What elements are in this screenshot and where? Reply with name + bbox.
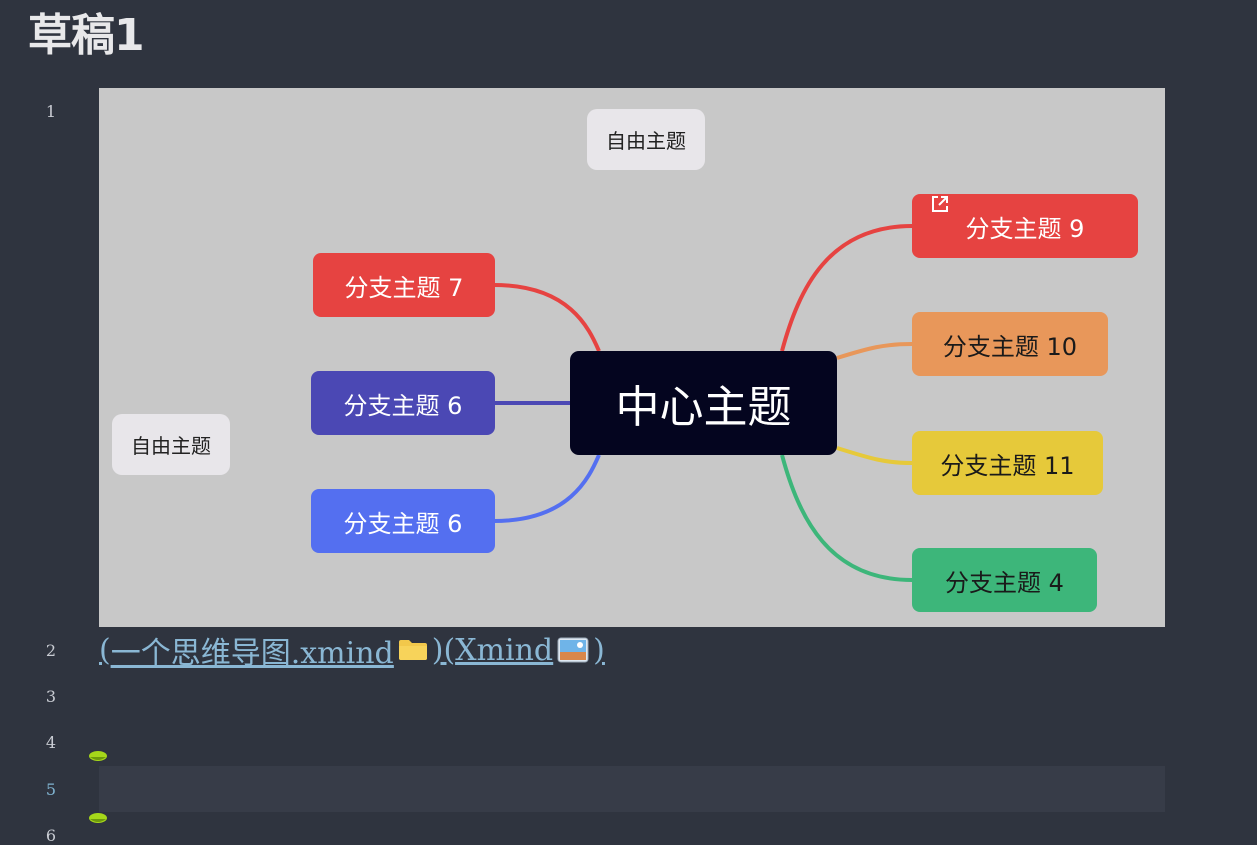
- mindmap-image[interactable]: 自由主题 自由主题 中心主题 分支主题 7 分支主题 6 分支主题 6 分支主题…: [99, 88, 1165, 627]
- center-topic[interactable]: 中心主题: [570, 351, 837, 455]
- link-paren: (: [443, 632, 456, 668]
- connector-branch-9: [780, 224, 913, 352]
- line-number: 6: [45, 826, 57, 845]
- link-paren: ): [431, 632, 444, 668]
- file-link[interactable]: 一个思维导图.xmind: [110, 636, 394, 671]
- connector-branch-10: [836, 342, 913, 360]
- branch-topic-4[interactable]: 分支主题 4: [912, 548, 1097, 612]
- link-paren: (: [99, 632, 111, 668]
- branch-topic-6[interactable]: 分支主题 6: [311, 489, 495, 553]
- folder-icon: [398, 640, 427, 660]
- connector-branch-4: [780, 454, 913, 582]
- connector-branch-7: [493, 283, 601, 352]
- attachment-links: ( 一个思维导图.xmind ) ( Xmind ): [99, 630, 605, 672]
- link-paren: ): [593, 632, 605, 668]
- image-icon: [557, 637, 589, 663]
- free-topic[interactable]: 自由主题: [112, 414, 230, 475]
- branch-topic-9[interactable]: 分支主题 9: [912, 194, 1138, 258]
- branch-topic-11[interactable]: 分支主题 11: [912, 431, 1103, 495]
- mindmap-connectors: [493, 224, 913, 582]
- branch-topic-label: 分支主题 9: [965, 214, 1085, 243]
- free-topic[interactable]: 自由主题: [587, 109, 705, 170]
- external-link-icon[interactable]: [930, 194, 950, 214]
- line-number: 1: [45, 102, 57, 121]
- connector-branch-6b: [493, 454, 601, 523]
- line-number-active: 5: [45, 780, 57, 799]
- connector-branch-11: [836, 446, 913, 465]
- branch-topic-7[interactable]: 分支主题 7: [313, 253, 495, 317]
- current-editor-line[interactable]: [99, 766, 1165, 812]
- line-number: 4: [45, 733, 57, 752]
- cursor-handle-icon[interactable]: [88, 812, 108, 826]
- line-number: 3: [45, 687, 57, 706]
- branch-topic-6[interactable]: 分支主题 6: [311, 371, 495, 435]
- cursor-handle-icon[interactable]: [88, 750, 108, 764]
- line-number: 2: [45, 641, 57, 660]
- app-link[interactable]: Xmind: [455, 632, 554, 668]
- page-title: 草稿1: [28, 10, 145, 61]
- branch-topic-10[interactable]: 分支主题 10: [912, 312, 1108, 376]
